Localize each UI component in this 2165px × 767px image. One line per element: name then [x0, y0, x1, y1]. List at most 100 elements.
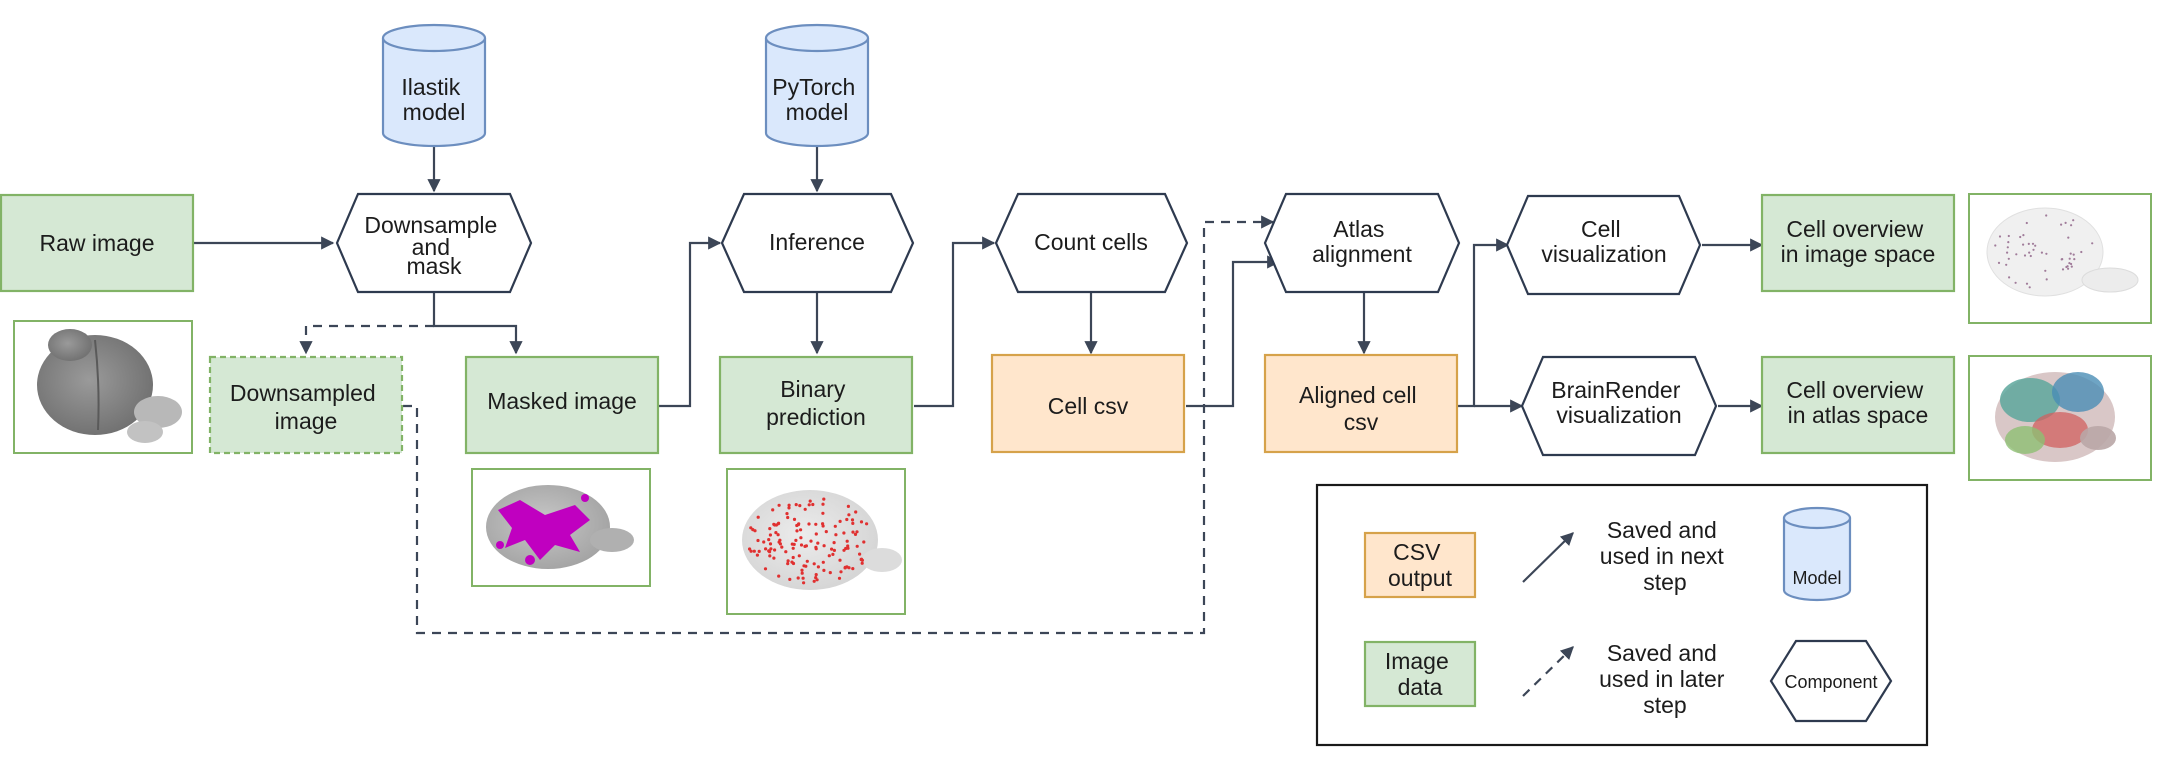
- overview-dot: [2006, 251, 2009, 254]
- cell-dot: [748, 547, 752, 551]
- cell-dot: [854, 510, 858, 514]
- cell-dot: [777, 503, 781, 507]
- overview-dot: [2069, 252, 2072, 255]
- inference-label: Inference: [769, 229, 865, 255]
- cell-dot: [833, 524, 837, 528]
- cell-dot: [851, 521, 855, 526]
- overview-dot: [2022, 243, 2025, 246]
- cell-dot: [772, 522, 776, 526]
- cell-dot: [800, 571, 804, 575]
- overview-dot: [2044, 269, 2047, 272]
- cell-dot: [802, 564, 806, 568]
- legend-model-cylinder: Model: [1782, 506, 1852, 602]
- cell-dot: [763, 567, 768, 571]
- masked-image-label: Masked image: [487, 388, 637, 414]
- cell-dot: [822, 497, 826, 501]
- svg-text:Image data: Image data: [1385, 648, 1455, 700]
- binary-prediction-label: Binary prediction: [766, 376, 866, 430]
- raw-image-box: Raw image: [0, 193, 195, 293]
- overview-dot: [2045, 214, 2048, 217]
- downsample-and-mask-component: Downsample and mask: [335, 192, 533, 294]
- legend-csv-output: CSV output: [1363, 531, 1477, 599]
- edge-downsample-to-masked: [432, 292, 523, 355]
- edges: [193, 146, 1764, 635]
- cell-dot: [832, 548, 837, 553]
- cell-dot: [816, 565, 821, 569]
- cell-overview-atlas-space-label: Cell overview in atlas space: [1786, 377, 1929, 428]
- cell-dot: [808, 499, 812, 503]
- cell-overview-image-space-box: Cell overview in image space: [1760, 193, 1956, 293]
- overview-dot: [2080, 250, 2083, 254]
- edge-downsample-to-downsampled: [299, 324, 434, 355]
- cell-dot: [755, 553, 760, 557]
- cell-dot: [776, 522, 780, 526]
- overview-dot: [2070, 262, 2073, 266]
- count-cells-label: Count cells: [1034, 229, 1148, 255]
- cell-dot: [768, 533, 773, 537]
- cell-dot: [799, 536, 803, 540]
- cell-visualization-label: Cell visualization: [1541, 216, 1666, 267]
- cell-dot: [756, 538, 760, 543]
- cell-dot: [828, 571, 832, 575]
- raw-brain-thumbnail: [13, 320, 193, 454]
- legend-model-label: Model: [1792, 568, 1841, 588]
- cell-dot: [777, 574, 781, 578]
- cell-dot: [786, 559, 790, 563]
- ilastik-model-label: Ilastik model: [401, 74, 466, 125]
- overview-dot: [2014, 281, 2017, 284]
- cell-dot: [784, 550, 788, 554]
- overview-dot: [1994, 244, 1997, 247]
- cell-dot: [821, 511, 825, 515]
- legend-image-data: Image data: [1363, 640, 1477, 708]
- binary-prediction-box: Binary prediction: [718, 355, 914, 455]
- cell-dot: [842, 531, 846, 535]
- cell-dot: [768, 527, 772, 531]
- binary-prediction-thumbnail: [726, 468, 906, 615]
- overview-dot: [2008, 276, 2011, 279]
- cell-dot: [803, 544, 807, 549]
- overview-dot: [2067, 267, 2070, 270]
- overview-dot: [1997, 261, 2001, 264]
- cell-dot: [838, 519, 842, 524]
- cell-dot: [846, 544, 850, 548]
- cell-dot: [752, 549, 756, 553]
- cell-overview-atlas-thumbnail: [1968, 355, 2152, 481]
- overview-dot: [2028, 286, 2031, 289]
- cell-dot: [851, 530, 855, 534]
- downsample-and-mask-label: Downsample and mask: [364, 212, 503, 279]
- overview-dot: [2005, 263, 2008, 266]
- overview-dot: [2025, 221, 2028, 225]
- cell-dot: [858, 552, 862, 556]
- cell-dot: [780, 545, 784, 549]
- legend-dashed-arrow: [1522, 646, 1574, 697]
- cell-dot: [757, 549, 761, 554]
- legend-component-label: Component: [1784, 672, 1877, 692]
- cell-dot: [768, 542, 773, 546]
- cell-csv-label: Cell csv: [1048, 393, 1129, 419]
- brainrender-visualization-component: BrainRender visualization: [1520, 355, 1718, 457]
- overview-dot: [2015, 253, 2018, 256]
- overview-dot: [2034, 244, 2037, 247]
- cell-dot: [771, 508, 775, 512]
- cell-dot: [803, 507, 807, 511]
- cell-dot: [794, 538, 798, 543]
- cell-dot: [774, 531, 778, 535]
- pytorch-model-label: PyTorch model: [772, 74, 861, 125]
- cell-dot: [855, 530, 859, 534]
- overview-dot: [2028, 251, 2031, 254]
- overview-dot: [2006, 246, 2009, 249]
- cell-csv-box: Cell csv: [990, 353, 1186, 454]
- brainrender-visualization-label: BrainRender visualization: [1551, 377, 1687, 428]
- cell-dot: [794, 503, 798, 507]
- cell-dot: [797, 554, 801, 558]
- cell-dot: [767, 538, 771, 542]
- cell-dot: [812, 562, 816, 566]
- cell-dot: [786, 562, 790, 566]
- atlas-alignment-component: Atlas alignment: [1263, 192, 1461, 294]
- aligned-cell-csv-box: Aligned cell csv: [1263, 353, 1459, 454]
- cell-dot: [801, 576, 805, 580]
- overview-dot: [2068, 262, 2071, 265]
- cell-dot: [792, 542, 796, 547]
- cell-dot: [859, 520, 864, 524]
- cell-dot: [797, 522, 801, 526]
